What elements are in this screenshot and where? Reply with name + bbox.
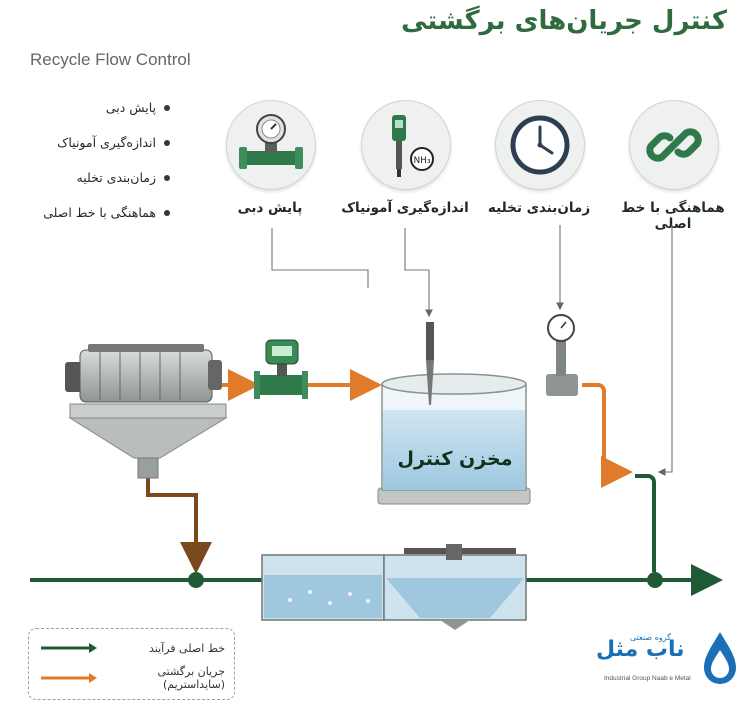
pressure-gauge xyxy=(546,314,578,396)
sync-label: هماهنگی با خط اصلی xyxy=(621,200,725,232)
sludge-line xyxy=(146,478,212,574)
flow-label: پایش دبی xyxy=(237,200,303,216)
junction-node xyxy=(647,572,663,588)
bullet-icon xyxy=(164,210,170,216)
ammonia-badge: NH₃ xyxy=(413,156,431,166)
legend-swatch xyxy=(41,643,97,653)
recycle-line xyxy=(218,369,633,488)
list-item: پایش دبی xyxy=(10,98,170,133)
tank-label: مخزن کنترل xyxy=(397,448,513,470)
clarifier-basin xyxy=(261,544,527,630)
legend-item-main: خط اصلی فرآیند xyxy=(39,638,229,658)
connector-lines xyxy=(271,225,673,476)
legend: خط اصلی فرآیند جریان برگشتی (سایداستریم) xyxy=(28,628,235,700)
screw-press xyxy=(65,344,228,479)
list-item: اندازه‌گیری آمونیاک xyxy=(10,133,170,168)
feature-list: پایش دبی اندازه‌گیری آمونیاک زمان‌بندی ت… xyxy=(10,98,170,238)
ammonia-probe-icon: NH₃ xyxy=(361,100,451,190)
list-item: زمان‌بندی تخلیه xyxy=(10,168,170,203)
page-subtitle: Recycle Flow Control xyxy=(30,50,191,69)
junction-node xyxy=(188,572,204,588)
timing-label: زمان‌بندی تخلیه xyxy=(487,200,591,216)
chain-link-icon xyxy=(629,100,719,190)
logo-drop-icon xyxy=(704,632,736,684)
bullet-icon xyxy=(164,175,170,181)
clock-icon xyxy=(495,100,585,190)
bullet-icon xyxy=(164,140,170,146)
inline-flowmeter xyxy=(254,339,308,399)
logo-top-text: گروه صنعتی xyxy=(630,633,671,642)
logo-subtext: Industrial Group Naab e Metal xyxy=(604,675,691,682)
legend-item-recycle: جریان برگشتی (سایداستریم) xyxy=(39,665,229,691)
bullet-icon xyxy=(164,105,170,111)
flowmeter-icon xyxy=(226,100,316,190)
ammonia-label: اندازه‌گیری آمونیاک xyxy=(341,200,469,216)
list-item: هماهنگی با خط اصلی xyxy=(10,203,170,238)
logo-name: ناب‌ مثل xyxy=(596,637,685,662)
legend-swatch xyxy=(41,673,97,683)
return-to-main-line xyxy=(635,474,656,572)
page-title: کنترل جریان‌های برگشتی xyxy=(401,6,727,36)
control-tank xyxy=(377,322,531,505)
